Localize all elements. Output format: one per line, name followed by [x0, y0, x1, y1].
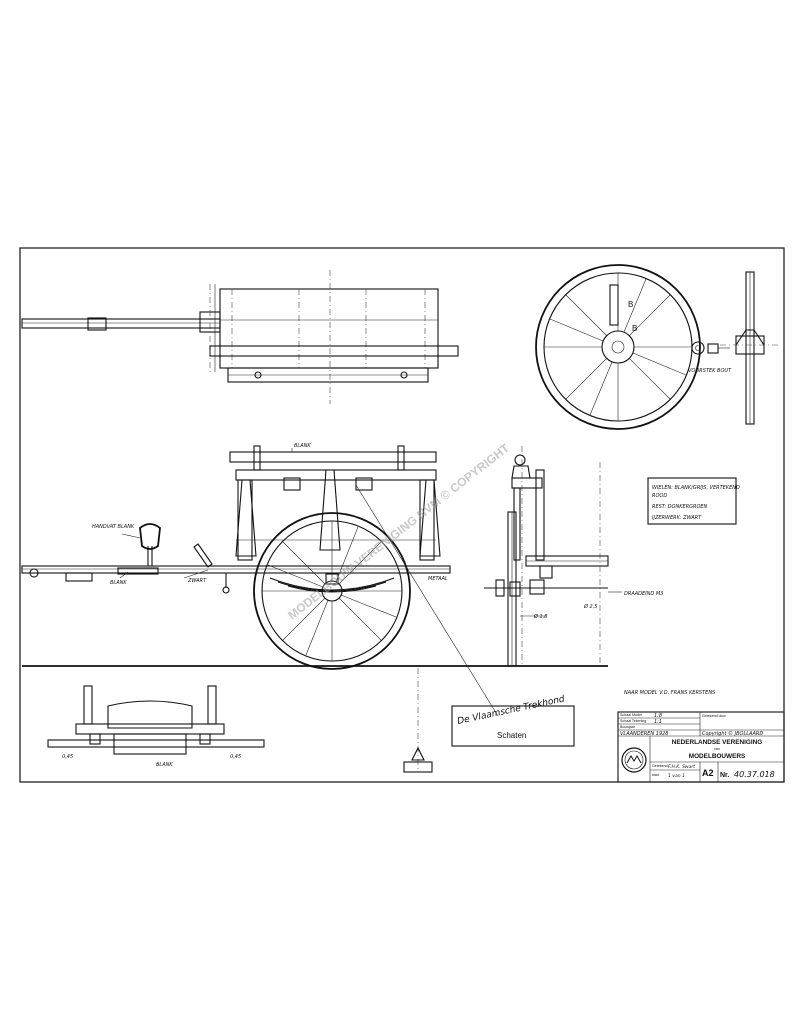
side-right-label: METAAL: [428, 576, 448, 582]
cart-side-view: BLANK HANDVAT BLANK BLANK ZWART ME: [21, 443, 499, 717]
number-value: 40.37.018: [734, 770, 775, 779]
origin-value: VLAANDEREN 1928: [620, 731, 668, 737]
sheet-border: [19, 247, 785, 783]
org-line-2: van: [714, 747, 720, 751]
number-prefix: Nr.: [720, 772, 729, 779]
copyright-value: Copyright © JBOLLAARD: [702, 730, 763, 737]
colour-notes-box: WIELEN: BLANK/GRIJS, VERTEKEND ROOD REST…: [647, 477, 740, 525]
org-line-1: NEDERLANDSE VERENIGING: [672, 739, 763, 746]
scale-drawing-value: 1:1: [654, 719, 662, 725]
note-line-1: WIELEN: BLANK/GRIJS, VERTEKEND: [652, 485, 740, 491]
nvm-logo: [621, 747, 647, 773]
side-left-label: BLANK: [110, 580, 127, 586]
name-plate: De Vlaamsche Trekhond Schaten: [451, 694, 575, 747]
note-line-3: REST: DONKERGROEN: [652, 504, 708, 510]
dim-label: Ø 2,5: [583, 603, 597, 610]
centre-mark-symbol: [403, 668, 433, 773]
sheet-label: blad: [652, 773, 659, 777]
drawn-value: F.H.K. Swart: [668, 764, 695, 770]
bottom-left-label: 0,45: [62, 754, 73, 760]
top-rail: [229, 451, 437, 463]
svg-text:B: B: [632, 324, 637, 333]
svg-text:B: B: [628, 300, 633, 309]
origin-label: Bouwjaar: [620, 725, 636, 729]
bottom-cross-section: 0,45 BLANK 0,45: [47, 685, 265, 768]
drawn-label: Getekend: [652, 764, 668, 768]
note-line-2: ROOD: [652, 493, 667, 499]
side-top-label: BLANK: [294, 443, 311, 449]
dim-label-2: Ø 1,8: [533, 613, 547, 620]
plate-line-2: Schaten: [497, 731, 526, 740]
top-plan-view: [21, 270, 459, 404]
drawbar-top: [21, 318, 221, 329]
drawing-label: Getekend door: [702, 714, 727, 718]
copyright-watermark: MODELBOUW VERENIGING NVM © COPYRIGHT: [285, 440, 512, 622]
bottom-mid-label: BLANK: [156, 762, 173, 768]
plate-line-1: De Vlaamsche Trekhond: [457, 694, 566, 727]
scale-drawing-label: Schaal Tekening: [620, 719, 646, 723]
note-line-4: IJZERWERK: ZWART: [652, 515, 702, 521]
hub-detail-label: VOORSTEK BOUT: [688, 368, 732, 374]
bottom-right-label: 0,45: [230, 754, 241, 760]
title-block: Schaal Model 1:8 Schaal Tekening 1:1 Bou…: [617, 711, 785, 783]
scale-model-label: Schaal Model: [620, 713, 642, 717]
format-value: A2: [702, 768, 714, 778]
scale-model-value: 1:8: [654, 713, 662, 719]
wheel-front-view: B B VOORSTEK BOUT: [535, 264, 732, 430]
rear-section-view: Ø 2,5 Ø 1,8 DRAADEIND M3: [484, 446, 663, 667]
wheel-side-view: [253, 512, 411, 670]
shaft-side: [21, 565, 451, 574]
side-handle-label: HANDVAT BLANK: [92, 524, 135, 530]
sheet-value: 1 van 1: [668, 773, 685, 779]
org-line-3: MODELBOUWERS: [689, 753, 746, 760]
handle-grip: [139, 523, 161, 550]
after-model-note: NAAR MODEL V.D. FRANS KERSTENS: [624, 690, 716, 696]
thread-label: DRAADEIND M3: [624, 591, 663, 597]
side-mid-label: ZWART: [187, 578, 207, 584]
axle-detail: [720, 271, 780, 425]
